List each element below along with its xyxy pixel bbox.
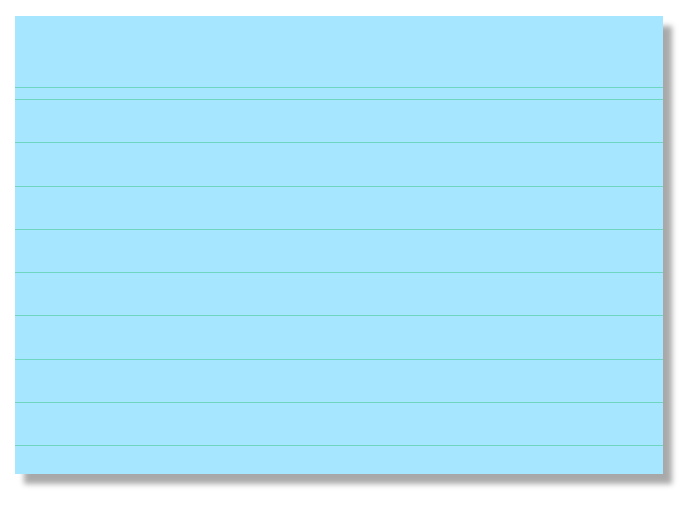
rule-line xyxy=(15,99,663,100)
rule-line xyxy=(15,272,663,273)
rule-line xyxy=(15,359,663,360)
rule-line xyxy=(15,142,663,143)
rule-line xyxy=(15,186,663,187)
header-rule xyxy=(15,87,663,88)
rule-line xyxy=(15,402,663,403)
rule-line xyxy=(15,445,663,446)
rule-line xyxy=(15,229,663,230)
rule-line xyxy=(15,315,663,316)
index-card xyxy=(15,16,663,474)
